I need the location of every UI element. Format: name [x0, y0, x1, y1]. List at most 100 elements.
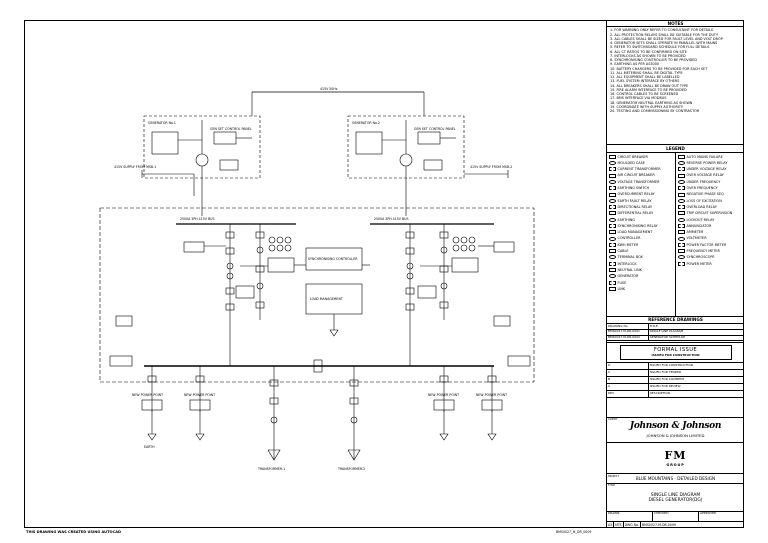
table-cell: ISSUED FOR TENDER — [647, 369, 744, 377]
legend-symbol-icon — [609, 261, 616, 266]
note-item: 20. TESTING AND COMMISSIONING BY CONTRAC… — [610, 109, 700, 113]
legend-heading: LEGEND — [607, 145, 744, 153]
table-row: DRAWING No.TITLE — [607, 324, 744, 330]
bus-2-label: 2500A 3PH 415V BUS — [374, 217, 409, 221]
legend-symbol-icon — [609, 280, 616, 285]
legend-label: NEUTRAL LINK — [617, 267, 642, 272]
legend-label: SYNCHROSCOPE — [686, 255, 715, 260]
note-item: 2. ALL PROTECTION RELAYS SHALL BE SUITAB… — [610, 32, 719, 37]
sync-controller-box — [305, 247, 363, 271]
note-item: 5. REFER TO SWITCHBOARD SCHEDULE FOR FUL… — [610, 45, 710, 50]
notes-section: NOTES 1. FOR WARNING ONLY REFER TO CONSU… — [607, 20, 744, 146]
legend-label: DIRECTIONAL RELAY — [617, 204, 653, 209]
table-cell: ISSUED FOR CONSTRUCTION — [647, 362, 744, 370]
legend-item: OVER VOLTAGE RELAY — [678, 172, 743, 178]
notes-list: 1. FOR WARNING ONLY REFER TO CONSULTANT … — [607, 28, 744, 113]
drawing-title-section: TITLE SINGLE LINE DIAGRAM DIESEL GENERAT… — [607, 484, 744, 512]
title-block: NOTES 1. FOR WARNING ONLY REFER TO CONSU… — [606, 20, 744, 529]
legend-item: KWH METER — [609, 242, 674, 248]
legend-symbol-icon — [609, 179, 616, 184]
legend-label: FREQUENCY METER — [686, 249, 720, 254]
legend-label: VOLTMETER — [686, 236, 707, 241]
legend-symbol-icon — [609, 249, 616, 254]
legend-label: OVER VOLTAGE RELAY — [686, 173, 724, 178]
legend-item: NEUTRAL LINK — [609, 267, 674, 273]
legend-label: POWER FACTOR METER — [686, 242, 727, 247]
legend-symbol-icon — [609, 217, 616, 222]
legend-symbol-icon — [609, 167, 616, 172]
legend-label: REVERSE POWER RELAY — [686, 160, 728, 165]
legend-label: POWER METER — [686, 261, 712, 266]
legend-symbol-icon — [609, 198, 616, 203]
firm-group: GROUP — [666, 463, 685, 468]
table-cell: DRAWING No. — [607, 324, 649, 330]
legend-item: OVER FREQUENCY — [678, 185, 743, 191]
legend-label: AUTO MAINS FAILURE — [686, 154, 723, 159]
legend-item: VOLTAGE TRANSFORMER — [609, 179, 674, 185]
legend-label: OVERLOAD RELAY — [686, 204, 717, 209]
legend-label: KWH METER — [617, 242, 639, 247]
legend-label: AMMETER — [686, 230, 704, 235]
drawing-number-label: DWG No. — [622, 522, 639, 529]
legend-item: LOSS OF EXCITATION — [678, 198, 743, 204]
legend-symbol-icon — [678, 242, 685, 247]
legend-symbol-icon — [678, 230, 685, 235]
note-item: 3. ALL CABLES SHALL BE SIZED FOR FAULT L… — [610, 36, 723, 41]
legend-label: EARTHING SWITCH — [617, 186, 650, 191]
legend-label: MOULDED CASE — [617, 160, 645, 165]
legend-item: TRIP CIRCUIT SUPERVISION — [678, 210, 743, 216]
legend-symbol-icon — [678, 167, 685, 172]
legend-symbol-icon — [609, 286, 616, 291]
drawing-number-row: A3 NTS DWG No. BMS0027-M-DR-0009 — [607, 522, 744, 529]
drawn-field: DRAWN — [608, 511, 620, 516]
legend-symbol-icon — [678, 261, 685, 266]
legend-symbol-icon — [678, 179, 685, 184]
legend-symbol-icon — [678, 154, 685, 159]
legend-label: NEGATIVE PHASE SEQ — [686, 192, 724, 197]
legend-item: FUSE — [609, 280, 674, 286]
client-logo: Johnson & Johnson — [629, 420, 722, 431]
legend-item: LINK — [609, 286, 674, 292]
outgoing-feeders — [141, 366, 503, 461]
note-item: 18. GENERATOR NEUTRAL EARTHING AS SHOWN — [610, 100, 693, 105]
approved-field: APPROVED — [698, 512, 744, 522]
legend-symbol-icon — [678, 161, 685, 166]
legend-symbol-icon — [678, 255, 685, 260]
table-cell: ISSUED FOR REVIEW — [647, 383, 744, 392]
client-section: CLIENT Johnson & Johnson JOHNSON & JOHNS… — [607, 418, 744, 444]
legend-symbol-icon — [678, 223, 685, 228]
legend-symbol-icon — [678, 198, 685, 203]
legend-label: AIR CIRCUIT BREAKER — [617, 173, 655, 178]
legend-item: LOAD MANAGEMENT — [609, 229, 674, 235]
formal-issue-section: FORMAL ISSUE ISSUED FOR CONSTRUCTION — [607, 343, 744, 363]
scale: NTS — [613, 522, 622, 529]
legend-label: UNDER VOLTAGE RELAY — [686, 167, 727, 172]
project-section: PROJECT BLUE MOUNTAINS - DETAILED DESIGN — [607, 474, 744, 484]
legend-symbol-icon — [609, 274, 616, 279]
breaker-column-right — [405, 224, 515, 320]
legend-label: UNDER FREQUENCY — [686, 179, 721, 184]
note-item: 9. EARTHING AS PER AS3000 — [610, 62, 660, 67]
generator-1-label: GENERATOR No.1 — [148, 121, 176, 125]
legend-item: UNDER FREQUENCY — [678, 179, 743, 185]
footer-file-name: BMS0027_M_DR_0009 — [556, 530, 592, 534]
legend-label: INTERLOCK — [617, 261, 637, 266]
legend-item: SYNCHRONISING RELAY — [609, 223, 674, 229]
legend-label: CIRCUIT BREAKER — [617, 154, 648, 159]
legend-label: ANNUNCIATOR — [686, 223, 712, 228]
client-name: JOHNSON & JOHNSON LIMITED — [646, 433, 705, 439]
legend-item: DIRECTIONAL RELAY — [609, 204, 674, 210]
transformer-2-label: TRANSFORMER-2 — [337, 467, 365, 471]
legend-label: LOCKOUT RELAY — [686, 217, 715, 222]
legend-item: TERMINAL BOX — [609, 254, 674, 260]
legend-label: CABLE — [617, 249, 629, 254]
legend-item: OVERCURRENT RELAY — [609, 191, 674, 197]
panel-1-label: GEN SET CONTROL PANEL — [210, 127, 252, 131]
firm-logo: FM — [664, 449, 687, 463]
legend-symbol-icon — [678, 205, 685, 210]
